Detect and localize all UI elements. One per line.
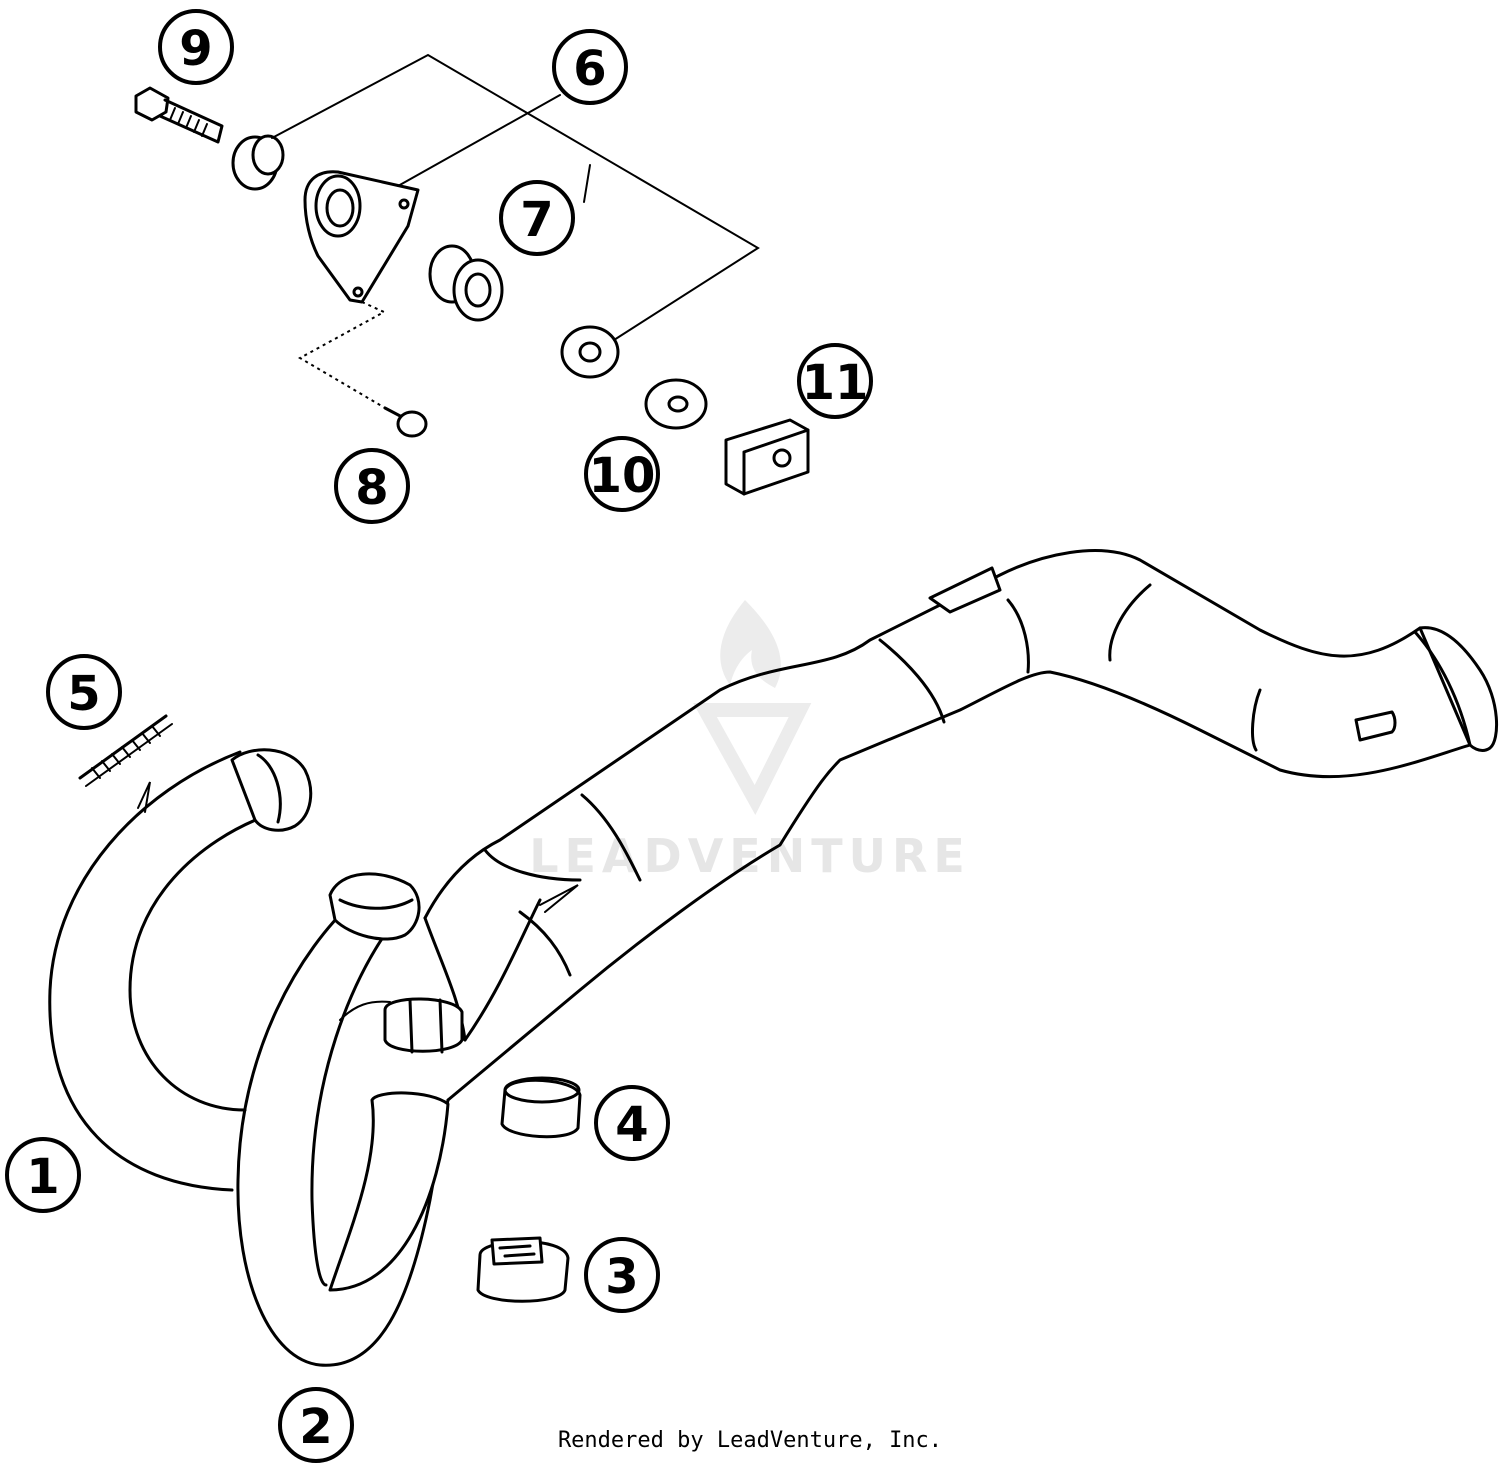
- callout-7: 7: [499, 180, 575, 256]
- part-7-bushing-bottom: [560, 325, 620, 379]
- callout-6: 6: [552, 29, 628, 105]
- svg-text:7: 7: [520, 192, 553, 248]
- svg-text:2: 2: [299, 1399, 332, 1455]
- part-1-header-pipe: [48, 748, 313, 1192]
- sleeve-clamp-assembled: [383, 997, 464, 1054]
- callout-2: 2: [278, 1387, 354, 1463]
- part-7-bushing-middle: [428, 244, 504, 322]
- watermark-text: LEADVENTURE: [529, 829, 971, 883]
- render-credit: Rendered by LeadVenture, Inc.: [557, 1428, 943, 1453]
- part-3-clamp: [476, 1236, 570, 1303]
- watermark: LEADVENTURE: [529, 600, 971, 883]
- callout-1: 1: [5, 1137, 81, 1213]
- part-11-clip-nut: [724, 418, 810, 496]
- callout-10: 10: [584, 436, 660, 512]
- watermark-v-icon: [693, 703, 812, 816]
- svg-text:3: 3: [605, 1249, 638, 1305]
- part-10-washer: [644, 378, 708, 430]
- callout-5: 5: [46, 654, 122, 730]
- callout-11: 11: [797, 343, 873, 419]
- part-2-header-pipe: [236, 872, 450, 1367]
- part-6-bracket: [303, 170, 420, 304]
- svg-text:4: 4: [615, 1097, 648, 1153]
- part-5-spring: [78, 714, 173, 787]
- callout-8: 8: [334, 448, 410, 524]
- svg-text:11: 11: [802, 355, 869, 411]
- callout-4: 4: [594, 1085, 670, 1161]
- part-7-bushing-top: [231, 134, 285, 191]
- svg-text:1: 1: [26, 1149, 59, 1205]
- main-exhaust-pipe: [339, 549, 1499, 1102]
- svg-text:6: 6: [573, 41, 606, 97]
- svg-text:10: 10: [589, 448, 656, 504]
- part-8-screw: [383, 406, 428, 438]
- svg-text:8: 8: [355, 460, 388, 516]
- watermark-flame-icon: [720, 600, 781, 688]
- part-4-sleeve: [500, 1076, 582, 1139]
- svg-text:5: 5: [67, 666, 100, 722]
- callout-9: 9: [158, 9, 234, 85]
- svg-text:9: 9: [179, 21, 212, 77]
- leader-lines: [271, 53, 760, 409]
- callout-3: 3: [584, 1237, 660, 1313]
- part-9-bolt: [134, 86, 224, 144]
